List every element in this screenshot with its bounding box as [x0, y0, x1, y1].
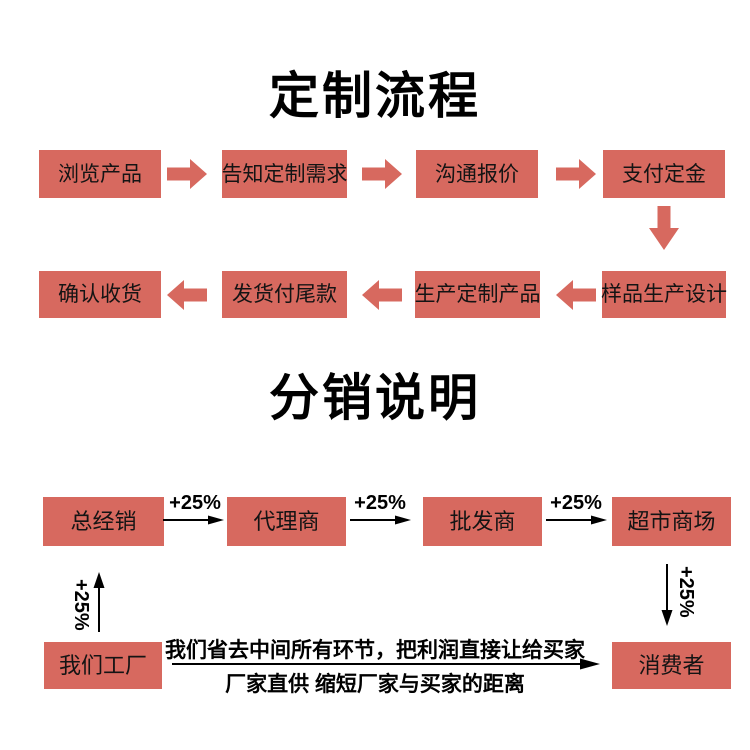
flow-arrow-left-icon — [362, 280, 402, 310]
consumer-down-arrow-icon — [657, 564, 677, 626]
section-title-distribution: 分销说明 — [269, 370, 481, 426]
chain-box-general-distributor: 总经销 — [43, 497, 164, 546]
chain-arrow-right-icon — [163, 514, 224, 526]
flow-arrow-left-icon — [556, 280, 596, 310]
section-title-custom-process: 定制流程 — [269, 68, 481, 124]
flow-arrow-down-icon — [649, 206, 679, 250]
consumer-box: 消费者 — [612, 642, 731, 689]
increment-label-vertical: +25% — [70, 579, 92, 631]
chain-box-wholesaler: 批发商 — [423, 497, 542, 546]
flow-arrow-right-icon — [556, 159, 596, 189]
flow-arrow-right-icon — [362, 159, 402, 189]
chain-box-supermarket: 超市商场 — [612, 497, 731, 546]
process-step-requirements: 告知定制需求 — [222, 150, 348, 198]
flow-arrow-left-icon — [167, 280, 207, 310]
chain-arrow-right-icon — [350, 514, 411, 526]
process-step-confirm-receipt: 确认收货 — [39, 271, 161, 318]
factory-box: 我们工厂 — [44, 642, 162, 689]
factory-up-arrow-icon — [89, 572, 109, 632]
chain-arrow-right-icon — [546, 514, 607, 526]
process-step-deposit: 支付定金 — [603, 150, 725, 198]
increment-label-vertical: +25% — [675, 566, 697, 618]
increment-label: +25% — [169, 492, 221, 514]
direct-supply-text-line2: 厂家直供 缩短厂家与买家的距离 — [225, 673, 525, 696]
process-step-production: 生产定制产品 — [415, 271, 541, 318]
chain-box-agent: 代理商 — [227, 497, 346, 546]
increment-label: +25% — [550, 492, 602, 514]
increment-label: +25% — [354, 492, 406, 514]
process-step-browse: 浏览产品 — [39, 150, 161, 198]
process-step-sample-design: 样品生产设计 — [601, 271, 727, 318]
flow-arrow-right-icon — [167, 159, 207, 189]
direct-supply-arrow-icon — [172, 656, 600, 672]
process-step-ship-balance: 发货付尾款 — [222, 271, 347, 318]
direct-supply-text-line1: 我们省去中间所有环节，把利润直接让给买家 — [165, 639, 585, 662]
process-step-quote: 沟通报价 — [416, 150, 538, 198]
